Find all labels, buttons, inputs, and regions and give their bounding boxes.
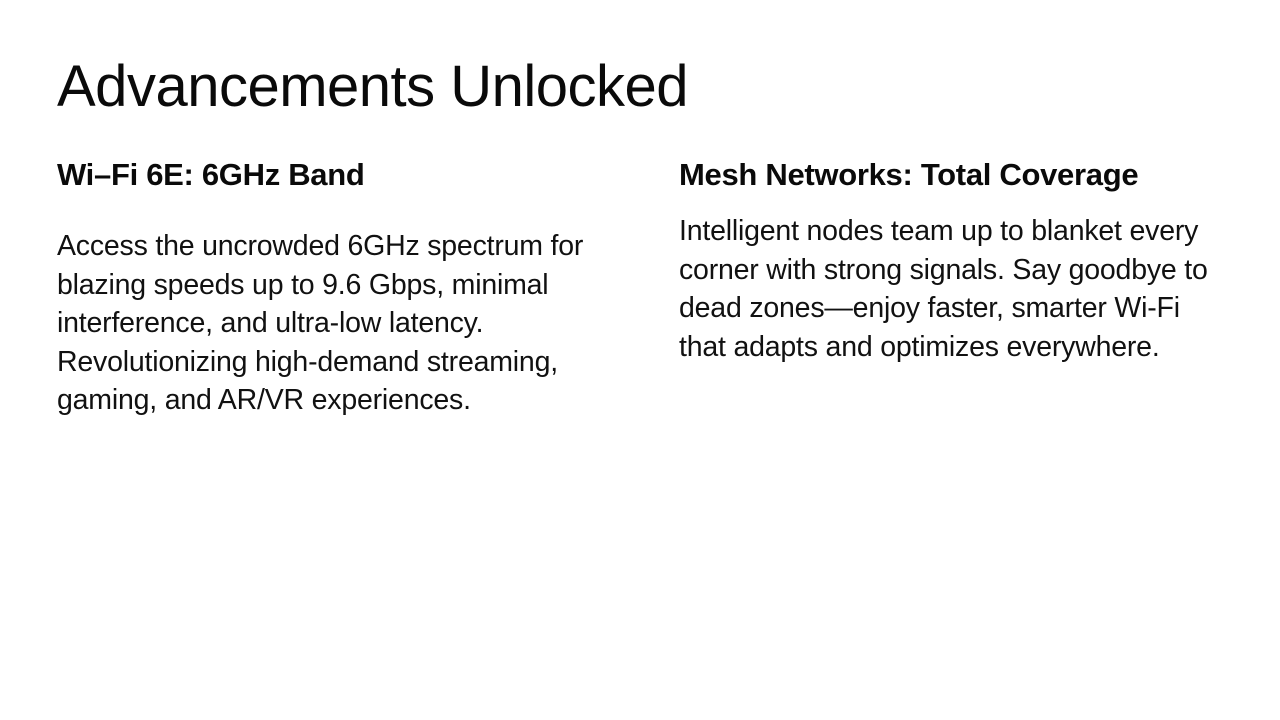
- content-column-mesh-networks: Mesh Networks: Total Coverage Intelligen…: [679, 152, 1224, 366]
- column-heading-wifi-6e: Wi–Fi 6E: 6GHz Band: [57, 157, 365, 192]
- column-body-wifi-6e: Access the uncrowded 6GHz spectrum for b…: [57, 230, 584, 416]
- page-title: Advancements Unlocked: [57, 54, 689, 119]
- content-column-wifi-6e: Wi–Fi 6E: 6GHz Band Access the uncrowded…: [57, 152, 602, 420]
- column-heading-mesh-networks: Mesh Networks: Total Coverage: [679, 157, 1139, 192]
- content-columns: Wi–Fi 6E: 6GHz Band Access the uncrowded…: [57, 152, 1223, 420]
- column-body-mesh-networks: Intelligent nodes team up to blanket eve…: [679, 215, 1208, 363]
